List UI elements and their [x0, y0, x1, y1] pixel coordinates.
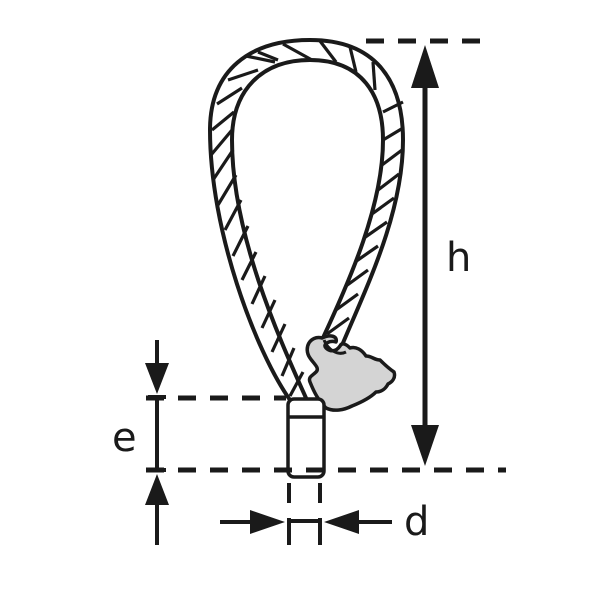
- extension-lines: [146, 38, 506, 473]
- dimension-label-d: d: [404, 499, 430, 545]
- dimension-label-h: h: [446, 235, 472, 281]
- e-dimension: [145, 340, 169, 545]
- ferrule: [286, 397, 326, 479]
- d-extension-lines: [287, 483, 322, 545]
- h-dimension: [411, 45, 439, 466]
- dimension-label-e: e: [112, 415, 137, 461]
- d-dimension: [220, 510, 392, 534]
- clip: [305, 334, 397, 412]
- rope-hatching: [209, 40, 404, 397]
